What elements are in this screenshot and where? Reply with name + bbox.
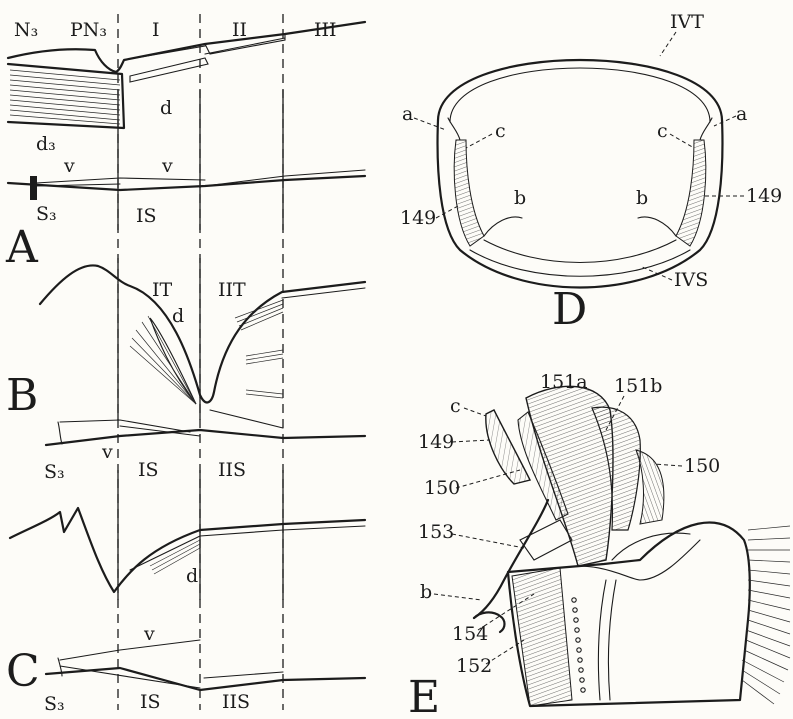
panel-d: a a c c b b 149 149 IVT IVS D bbox=[400, 11, 782, 335]
label-b-iis: IIS bbox=[218, 459, 246, 481]
panel-letter-c: C bbox=[6, 646, 40, 697]
panel-b: IT IIT d v S₃ IS IIS B bbox=[6, 265, 365, 483]
panel-e-muscle-152 bbox=[512, 568, 572, 706]
label-e-c: c bbox=[450, 395, 461, 417]
panel-d-muscle-149-left bbox=[454, 140, 484, 246]
label-d-ivt: IVT bbox=[670, 11, 704, 33]
label-it: IT bbox=[152, 279, 173, 301]
label-segment-2: II bbox=[232, 19, 247, 41]
panel-e-muscle-150-right bbox=[636, 450, 664, 524]
panel-letter-a: A bbox=[5, 222, 39, 273]
panel-c: d v S₃ IS IIS C bbox=[6, 508, 365, 715]
label-n3: N₃ bbox=[14, 19, 38, 41]
label-iit: IIT bbox=[218, 279, 246, 301]
label-e-150-right: 150 bbox=[684, 455, 720, 477]
label-d-149-right: 149 bbox=[746, 185, 782, 207]
label-e-152: 152 bbox=[456, 655, 492, 677]
label-d-149-left: 149 bbox=[400, 207, 436, 229]
panel-a-s3-mark bbox=[30, 176, 37, 200]
panel-d-muscle-149-right bbox=[676, 140, 706, 246]
label-segment-3: III bbox=[314, 19, 337, 41]
label-c-v: v bbox=[143, 623, 155, 645]
label-e-b: b bbox=[420, 581, 432, 603]
label-d: d bbox=[160, 97, 172, 119]
label-c-d: d bbox=[186, 565, 198, 587]
panel-d-tergum-outer bbox=[438, 60, 722, 120]
label-d-a-right: a bbox=[736, 103, 747, 125]
panel-a: N₃ PN₃ I II III d d₃ v v S₃ IS A bbox=[5, 19, 365, 273]
label-c-s3: S₃ bbox=[44, 693, 65, 715]
label-segment-1: I bbox=[152, 19, 160, 41]
panel-a-muscle-d3 bbox=[8, 64, 124, 128]
panel-b-ventral-outline bbox=[46, 430, 365, 445]
label-e-150-left: 150 bbox=[424, 477, 460, 499]
panel-a-ventral-outline bbox=[8, 176, 365, 190]
label-c-is: IS bbox=[140, 691, 161, 713]
label-b-s3: S₃ bbox=[44, 461, 65, 483]
label-is: IS bbox=[136, 205, 157, 227]
label-s3: S₃ bbox=[36, 203, 57, 225]
label-v-1: v bbox=[63, 155, 75, 177]
label-d-c-left: c bbox=[495, 120, 506, 142]
label-d3: d₃ bbox=[36, 133, 56, 155]
label-pn3: PN₃ bbox=[70, 19, 107, 41]
panel-letter-b: B bbox=[6, 370, 38, 421]
label-v-2: v bbox=[161, 155, 173, 177]
label-e-154: 154 bbox=[452, 623, 488, 645]
label-e-151a: 151a bbox=[540, 371, 588, 393]
label-e-151b: 151b bbox=[614, 375, 662, 397]
panel-e-bead-chain bbox=[572, 598, 585, 692]
panel-a-muscle-d bbox=[130, 58, 208, 82]
label-e-153: 153 bbox=[418, 521, 454, 543]
label-b-v: v bbox=[101, 441, 113, 463]
panel-letter-e: E bbox=[408, 672, 440, 719]
label-b-d: d bbox=[172, 305, 184, 327]
label-e-149: 149 bbox=[418, 431, 454, 453]
panel-e: 151a 151b c 149 150 150 153 b 154 152 E bbox=[408, 371, 790, 719]
label-d-b-left: b bbox=[514, 187, 526, 209]
label-b-is: IS bbox=[138, 459, 159, 481]
label-d-b-right: b bbox=[636, 187, 648, 209]
label-d-a-left: a bbox=[402, 103, 413, 125]
panel-b-dorsal-outline bbox=[40, 265, 365, 402]
panel-a-dorsal-outline bbox=[8, 22, 365, 72]
panel-letter-d: D bbox=[552, 284, 587, 335]
label-c-iis: IIS bbox=[222, 691, 250, 713]
label-d-ivs: IVS bbox=[674, 269, 708, 291]
label-d-c-right: c bbox=[657, 120, 668, 142]
